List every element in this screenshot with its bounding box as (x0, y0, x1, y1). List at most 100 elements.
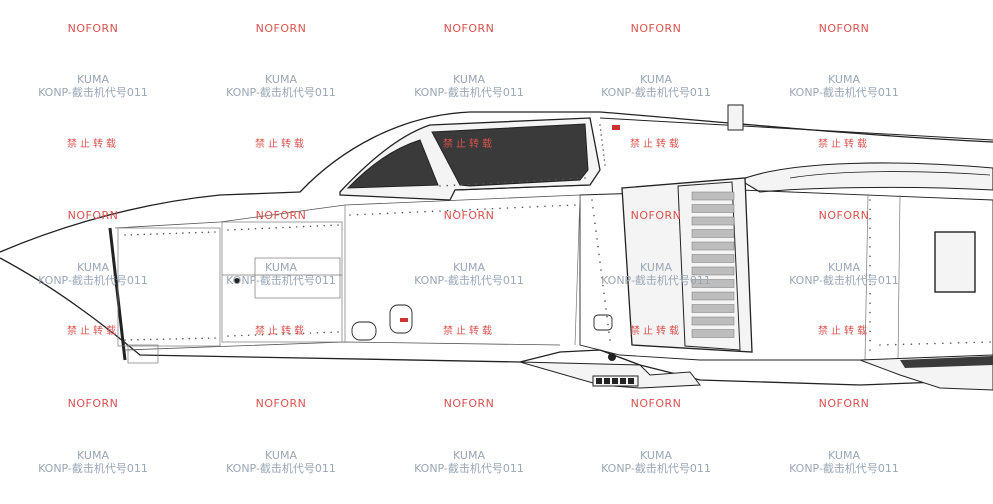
rivet (593, 214, 595, 217)
rivet (268, 333, 271, 336)
rivet (599, 124, 601, 126)
rivet (489, 182, 492, 184)
rivet (529, 206, 531, 208)
rivet (511, 181, 514, 183)
rivet (446, 184, 449, 187)
rivet (869, 292, 871, 295)
rivet (234, 334, 236, 337)
rivet (910, 343, 913, 345)
handle-pair-3 (593, 314, 613, 331)
rivet (201, 337, 203, 340)
rivet (356, 213, 359, 216)
rivet (973, 341, 976, 344)
intake-inner (789, 171, 991, 179)
rivet (371, 213, 374, 215)
rivet (599, 261, 601, 264)
rivet (149, 233, 152, 235)
rivet (130, 233, 133, 236)
access-panel-4 (127, 344, 159, 364)
rivet (188, 232, 191, 234)
rivet (330, 224, 332, 227)
rivet (143, 338, 146, 341)
canopy-glass (431, 123, 589, 187)
rivet (506, 207, 509, 209)
access-panel-3 (254, 257, 341, 299)
wing-dark-strip (900, 356, 993, 368)
fastener (234, 278, 240, 284)
rivet (330, 331, 332, 334)
rivet (869, 302, 871, 304)
rivet (601, 276, 603, 279)
rivet (124, 234, 126, 236)
vent-slat (691, 266, 735, 276)
rivet (869, 255, 871, 258)
pod-cell (596, 378, 602, 384)
rivet (254, 227, 257, 230)
rivet (949, 342, 952, 344)
rivet (475, 183, 478, 185)
rivet (879, 344, 881, 346)
rivet (540, 179, 543, 182)
panel-line-upper (114, 194, 581, 229)
rivet (401, 211, 404, 214)
rivet (957, 342, 960, 344)
rivet (282, 333, 284, 335)
rivet (602, 284, 604, 287)
rivet (337, 331, 339, 333)
rivet (536, 205, 539, 208)
pod-cell (612, 378, 618, 384)
rivet (247, 228, 250, 230)
rivet (169, 232, 171, 235)
rivet (499, 207, 501, 210)
vent-slat (691, 229, 735, 238)
rivet (188, 337, 191, 340)
rivet (604, 164, 606, 166)
rivet (416, 211, 419, 213)
rivet (599, 129, 602, 131)
rivet (602, 154, 605, 156)
rivet (869, 321, 871, 323)
intake-lip (738, 162, 993, 193)
mid-fuselage (579, 189, 993, 361)
rivet (594, 222, 596, 225)
rivet (595, 230, 597, 232)
vent-slat (691, 279, 735, 288)
nose-seam (108, 227, 127, 361)
rivet (601, 139, 603, 141)
rivet (461, 209, 464, 211)
rivet (207, 231, 210, 234)
rivet (869, 264, 871, 267)
rivet (591, 199, 593, 201)
rivet (137, 233, 139, 236)
rivet (302, 332, 305, 335)
rivet (869, 311, 871, 314)
rivet (476, 208, 479, 211)
rivet (600, 134, 603, 136)
rivet (194, 337, 197, 340)
rivet (323, 331, 326, 334)
rivet (162, 338, 165, 340)
canopy-rail (454, 184, 591, 191)
rivet (268, 227, 271, 229)
rivet (240, 228, 243, 231)
rivet (521, 206, 524, 209)
rivet (254, 334, 257, 336)
rivet (234, 228, 236, 231)
rivet (504, 181, 507, 184)
rivet (156, 338, 158, 341)
rivet (261, 227, 264, 230)
rivet (518, 180, 521, 183)
rivet (182, 232, 184, 234)
rivet (989, 341, 991, 343)
handle-pair-2 (389, 304, 413, 334)
rivet (514, 206, 516, 209)
rivet (598, 253, 600, 256)
rivet (227, 229, 229, 231)
rivet (869, 339, 871, 342)
rivet (227, 335, 229, 337)
rivet (316, 225, 319, 227)
rivet (182, 337, 184, 340)
rivet (601, 144, 604, 146)
rivet (386, 212, 389, 215)
